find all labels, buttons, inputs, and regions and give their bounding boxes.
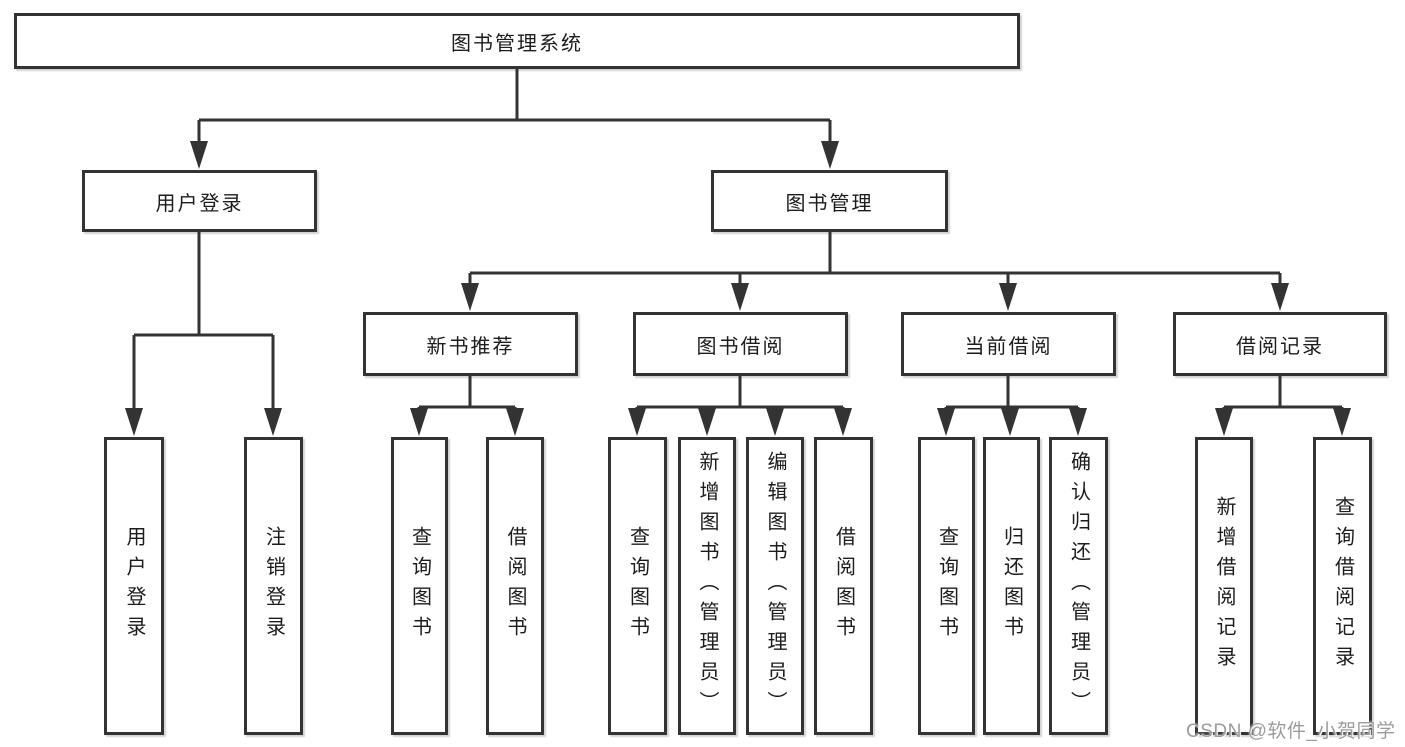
arrowhead-icon bbox=[506, 408, 524, 436]
node-book-borrow: 图书借阅 bbox=[633, 312, 848, 376]
arrowhead-icon bbox=[410, 408, 428, 436]
node-current-borrow-label: 当前借阅 bbox=[964, 335, 1053, 358]
leaf-borrow-book-1-label: 借阅图书 bbox=[504, 526, 526, 646]
leaf-user-login-label: 用户登录 bbox=[123, 526, 145, 646]
arrowhead-icon bbox=[1069, 408, 1087, 436]
leaf-add-borrow-record: 新增借阅记录 bbox=[1195, 437, 1253, 735]
arrowhead-icon bbox=[937, 408, 955, 436]
leaf-query-book-2-label: 查询图书 bbox=[626, 526, 649, 646]
node-new-book-recommend-label: 新书推荐 bbox=[426, 335, 515, 358]
leaf-logout-label: 注销登录 bbox=[262, 526, 285, 646]
node-new-book-recommend: 新书推荐 bbox=[363, 312, 578, 376]
arrowhead-icon bbox=[264, 408, 282, 436]
connector-user-login-children bbox=[125, 232, 282, 436]
connector-path bbox=[635, 376, 845, 412]
connector-borrow-record-children bbox=[1215, 376, 1351, 436]
connector-path bbox=[468, 232, 1282, 290]
arrowhead-icon bbox=[1001, 408, 1019, 436]
leaf-add-borrow-record-label: 新增借阅记录 bbox=[1213, 496, 1235, 676]
node-book-borrow-label: 图书借阅 bbox=[696, 335, 785, 358]
arrowhead-icon bbox=[821, 141, 839, 169]
arrowhead-icon bbox=[190, 141, 208, 169]
connector-book-mgmt-to-level3 bbox=[461, 232, 1289, 311]
leaf-edit-book-admin: 编辑图书（管理员） bbox=[746, 437, 804, 735]
connector-new-book-children bbox=[410, 376, 524, 436]
leaf-query-borrow-record-label: 查询借阅记录 bbox=[1331, 496, 1354, 676]
connector-path bbox=[1222, 376, 1344, 412]
connector-current-borrow-children bbox=[937, 376, 1087, 436]
leaf-query-book-3-label: 查询图书 bbox=[935, 526, 958, 646]
arrowhead-icon bbox=[1215, 408, 1233, 436]
node-user-login-branch-label: 用户登录 bbox=[155, 192, 244, 215]
leaf-add-book-admin-label: 新增图书（管理员） bbox=[696, 451, 718, 721]
leaf-borrow-book-2-label: 借阅图书 bbox=[832, 526, 855, 646]
arrowhead-icon bbox=[731, 283, 749, 311]
connector-path bbox=[417, 376, 517, 412]
leaf-add-book-admin: 新增图书（管理员） bbox=[678, 437, 736, 735]
leaf-user-login: 用户登录 bbox=[104, 437, 164, 735]
connector-path bbox=[132, 232, 275, 414]
leaf-borrow-book-2: 借阅图书 bbox=[814, 437, 873, 735]
arrowhead-icon bbox=[999, 283, 1017, 311]
node-book-mgmt: 图书管理 bbox=[711, 170, 948, 232]
leaf-query-borrow-record: 查询借阅记录 bbox=[1313, 437, 1372, 735]
leaf-confirm-return-admin: 确认归还（管理员） bbox=[1049, 437, 1108, 735]
node-borrow-record-label: 借阅记录 bbox=[1236, 335, 1324, 358]
arrowhead-icon bbox=[766, 408, 784, 436]
connector-path bbox=[197, 69, 832, 148]
leaf-return-book: 归还图书 bbox=[983, 437, 1040, 735]
leaf-query-book-1: 查询图书 bbox=[391, 437, 448, 735]
leaf-query-book-3: 查询图书 bbox=[918, 437, 975, 735]
arrowhead-icon bbox=[1333, 408, 1351, 436]
node-root: 图书管理系统 bbox=[14, 13, 1020, 69]
node-current-borrow: 当前借阅 bbox=[901, 312, 1116, 376]
leaf-logout: 注销登录 bbox=[244, 437, 303, 735]
connector-path bbox=[944, 376, 1080, 412]
node-root-label: 图书管理系统 bbox=[451, 32, 583, 55]
leaf-confirm-return-admin-label: 确认归还（管理员） bbox=[1067, 451, 1090, 721]
node-user-login-branch: 用户登录 bbox=[82, 170, 317, 232]
connector-root-to-level2 bbox=[190, 69, 839, 169]
leaf-query-book-1-label: 查询图书 bbox=[408, 526, 431, 646]
arrowhead-icon bbox=[628, 408, 646, 436]
leaf-edit-book-admin-label: 编辑图书（管理员） bbox=[764, 451, 786, 721]
arrowhead-icon bbox=[1271, 283, 1289, 311]
connector-book-borrow-children bbox=[628, 376, 852, 436]
arrowhead-icon bbox=[834, 408, 852, 436]
arrowhead-icon bbox=[698, 408, 716, 436]
leaf-query-book-2: 查询图书 bbox=[608, 437, 667, 735]
node-borrow-record: 借阅记录 bbox=[1173, 312, 1387, 376]
arrowhead-icon bbox=[125, 408, 143, 436]
node-book-mgmt-label: 图书管理 bbox=[785, 192, 874, 215]
watermark: CSDN @软件_小贺同学 bbox=[1186, 721, 1396, 742]
leaf-return-book-label: 归还图书 bbox=[1000, 526, 1023, 646]
arrowhead-icon bbox=[461, 283, 479, 311]
leaf-borrow-book-1: 借阅图书 bbox=[486, 437, 544, 735]
